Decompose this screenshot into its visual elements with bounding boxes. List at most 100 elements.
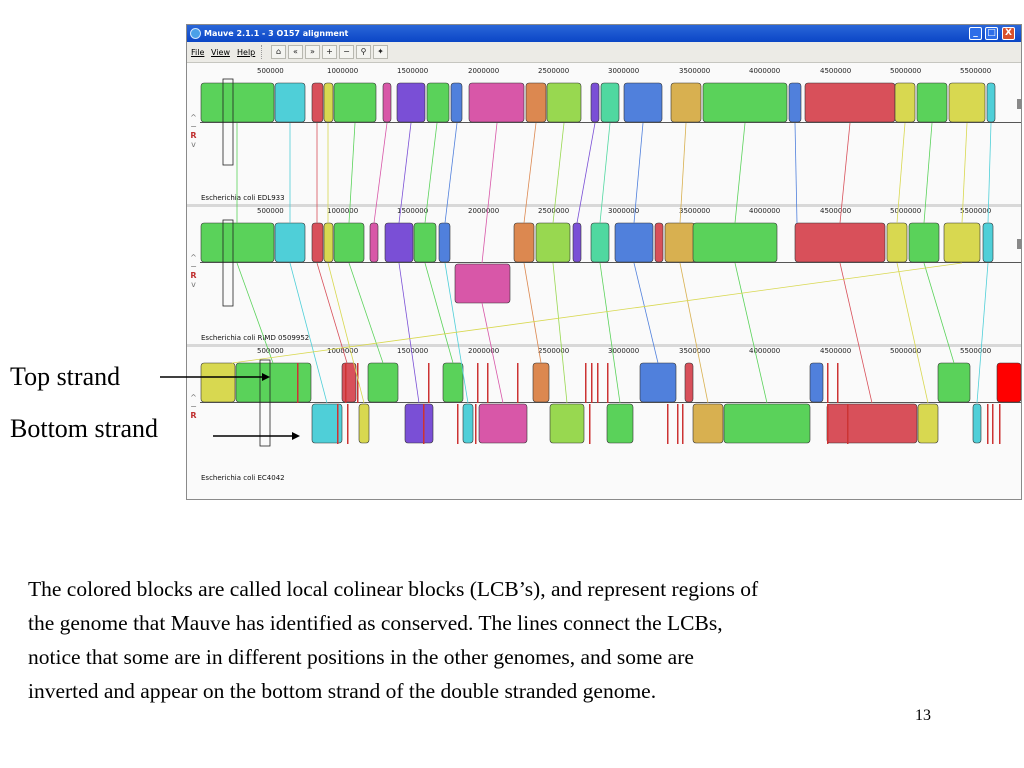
minus-icon[interactable]: −	[190, 122, 197, 131]
lcb-block[interactable]	[692, 222, 778, 263]
lcb-block[interactable]	[384, 222, 414, 263]
lcb-block[interactable]	[323, 82, 334, 123]
inverted-lcb-block[interactable]	[478, 403, 528, 444]
inverted-lcb-block[interactable]	[358, 403, 370, 444]
selection-cursor-box[interactable]	[222, 219, 234, 307]
menu-help[interactable]: Help	[237, 48, 256, 57]
lcb-block[interactable]	[614, 222, 654, 263]
lcb-block[interactable]	[413, 222, 437, 263]
lcb-block[interactable]	[438, 222, 451, 263]
shift-right-button[interactable]: »	[305, 45, 320, 59]
lcb-block[interactable]	[804, 82, 896, 123]
reverse-icon[interactable]: R	[190, 411, 197, 420]
inverted-lcb-block[interactable]	[692, 403, 724, 444]
lcb-block[interactable]	[200, 222, 275, 263]
lcb-block[interactable]	[396, 82, 426, 123]
lcb-block[interactable]	[311, 222, 324, 263]
lcb-block[interactable]	[274, 82, 306, 123]
lcb-block[interactable]	[794, 222, 886, 263]
lcb-block[interactable]	[600, 82, 620, 123]
lcb-block[interactable]	[367, 362, 399, 403]
move-down-icon[interactable]: v	[191, 140, 196, 149]
lcb-block[interactable]	[513, 222, 535, 263]
feature-button[interactable]: ✦	[373, 45, 388, 59]
move-down-icon[interactable]: v	[191, 280, 196, 289]
lcb-block[interactable]	[468, 82, 525, 123]
lcb-block[interactable]	[982, 222, 994, 263]
lcb-block[interactable]	[986, 82, 996, 123]
lcb-block[interactable]	[532, 362, 550, 403]
lcb-block[interactable]	[590, 222, 610, 263]
lcb-block[interactable]	[908, 222, 940, 263]
lcb-block[interactable]	[382, 82, 392, 123]
inverted-lcb-block[interactable]	[606, 403, 634, 444]
lcb-block[interactable]	[894, 82, 916, 123]
menu-file[interactable]: File	[191, 48, 205, 57]
move-up-icon[interactable]: ^	[190, 113, 197, 122]
lcb-block[interactable]	[670, 82, 702, 123]
lcb-block[interactable]	[341, 362, 357, 403]
selection-cursor-box[interactable]	[222, 78, 234, 166]
lcb-block[interactable]	[623, 82, 663, 123]
minus-icon[interactable]: −	[190, 402, 197, 411]
home-button[interactable]: ⌂	[271, 45, 286, 59]
lcb-block[interactable]	[590, 82, 600, 123]
lcb-block[interactable]	[937, 362, 971, 403]
inverted-lcb-block[interactable]	[723, 403, 811, 444]
inverted-lcb-block[interactable]	[404, 403, 434, 444]
small-lcb-mark	[347, 404, 349, 444]
lcb-block[interactable]	[235, 362, 312, 403]
lcb-block[interactable]	[274, 222, 306, 263]
inverted-lcb-block[interactable]	[826, 403, 918, 444]
lcb-block[interactable]	[450, 82, 463, 123]
minimize-button[interactable]: _	[969, 27, 982, 40]
lcb-block[interactable]	[333, 222, 365, 263]
lcb-block[interactable]	[572, 222, 582, 263]
inverted-lcb-block[interactable]	[549, 403, 585, 444]
lcb-block[interactable]	[886, 222, 908, 263]
lcb-block[interactable]	[948, 82, 986, 123]
zoom-in-button[interactable]: +	[322, 45, 337, 59]
lcb-block[interactable]	[525, 82, 547, 123]
search-button[interactable]: ⚲	[356, 45, 371, 59]
inverted-lcb-block[interactable]	[972, 403, 982, 444]
ruler-tick-label: 2500000	[538, 207, 570, 215]
lcb-block[interactable]	[664, 222, 696, 263]
reverse-icon[interactable]: R	[190, 271, 197, 280]
lcb-block[interactable]	[535, 222, 571, 263]
lcb-block[interactable]	[943, 222, 981, 263]
move-up-icon[interactable]: ^	[190, 253, 197, 262]
lcb-block[interactable]	[916, 82, 948, 123]
selection-cursor-box[interactable]	[259, 359, 271, 447]
lcb-block[interactable]	[788, 82, 802, 123]
lcb-block[interactable]	[702, 82, 788, 123]
lcb-block[interactable]	[200, 362, 236, 403]
lcb-block[interactable]	[546, 82, 582, 123]
move-up-icon[interactable]: ^	[190, 393, 197, 402]
small-lcb-mark	[517, 363, 519, 403]
inverted-lcb-block[interactable]	[311, 403, 343, 444]
reverse-icon[interactable]: R	[190, 131, 197, 140]
lcb-block[interactable]	[684, 362, 694, 403]
close-button[interactable]: X	[1002, 27, 1015, 40]
inverted-lcb-block[interactable]	[462, 403, 474, 444]
lcb-block[interactable]	[333, 82, 377, 123]
lcb-block[interactable]	[654, 222, 664, 263]
lcb-block[interactable]	[323, 222, 334, 263]
lcb-block[interactable]	[200, 82, 275, 123]
inverted-lcb-block[interactable]	[454, 263, 511, 304]
lcb-block[interactable]	[311, 82, 324, 123]
lcb-block[interactable]	[809, 362, 824, 403]
lcb-block[interactable]	[639, 362, 677, 403]
shift-left-button[interactable]: «	[288, 45, 303, 59]
lcb-block[interactable]	[442, 362, 464, 403]
zoom-out-button[interactable]: −	[339, 45, 354, 59]
minus-icon[interactable]: −	[190, 262, 197, 271]
menu-view[interactable]: View	[211, 48, 230, 57]
lcb-block[interactable]	[426, 82, 450, 123]
lcb-connector	[679, 122, 687, 224]
lcb-block[interactable]	[369, 222, 379, 263]
inverted-lcb-block[interactable]	[917, 403, 939, 444]
maximize-button[interactable]: □	[985, 27, 998, 40]
lcb-block[interactable]	[996, 362, 1021, 403]
